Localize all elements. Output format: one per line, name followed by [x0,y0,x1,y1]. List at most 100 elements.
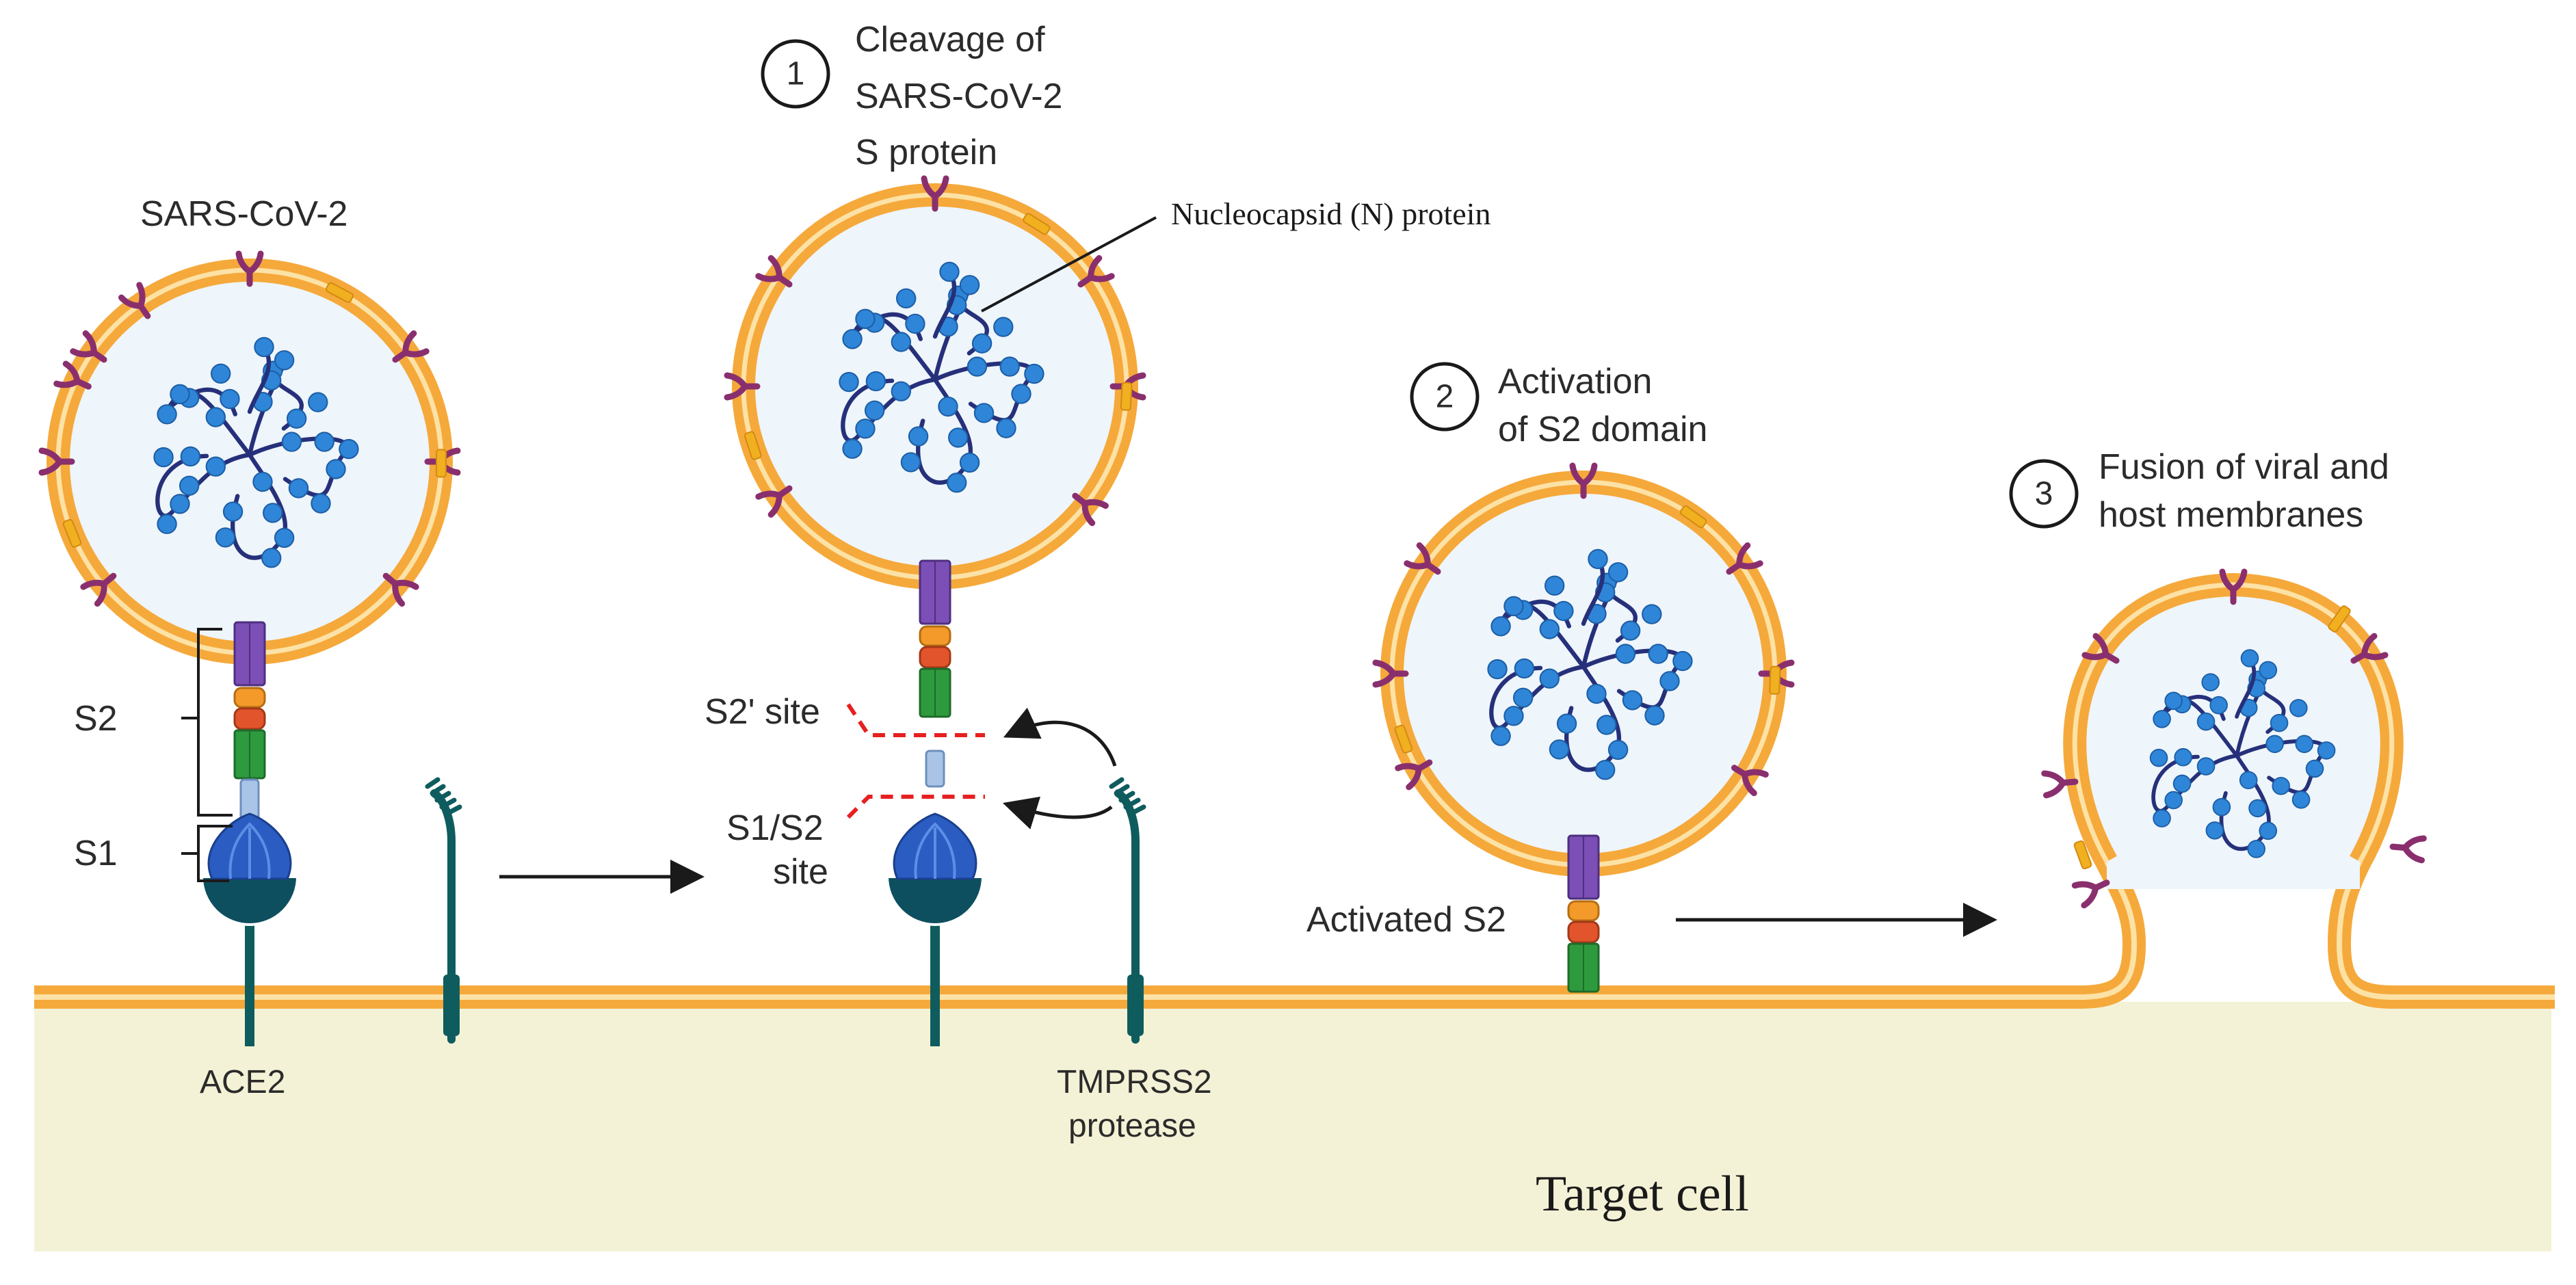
n-protein-bead [179,475,200,496]
s2-subunit [919,559,951,718]
n-protein-bead [157,514,177,534]
protease-arrow-lower [1002,796,1113,830]
n-protein-bead [1544,575,1565,596]
n-protein-bead [1642,604,1662,624]
n-protein-bead [2153,809,2171,827]
nucleocapsid-label: Nucleocapsid (N) protein [1171,196,1491,231]
n-protein-bead [153,447,174,468]
spike-protein [1569,462,1598,499]
spike-protein [1395,759,1433,791]
step-3-badge: 3 [2009,459,2079,529]
tmprss2-protease [425,777,462,1044]
nucleocapsid-rna [1487,548,1693,780]
n-protein-bead [1586,683,1607,704]
spike-protein [1372,659,1409,688]
spike-protein [1072,492,1109,527]
n-protein-bead [311,493,331,514]
ace2-receptor [200,875,300,1046]
n-protein-bead [2196,712,2216,731]
spike-protein [921,175,949,212]
n-protein-bead [288,478,309,499]
n-protein-bead [855,419,876,439]
spike-protein [2219,568,2248,605]
n-protein-bead [1607,739,1629,760]
spike-protein [2389,835,2427,864]
n-protein-bead [2174,747,2192,767]
n-protein-bead [842,329,863,349]
n-protein-bead [2239,771,2258,790]
n-protein-bead [938,396,958,417]
n-protein-bead [959,275,980,295]
spike-protein [755,255,793,288]
step-2-badge: 2 [1410,362,1480,432]
n-protein-bead [1490,616,1511,637]
tmprss2-protease [1109,777,1146,1044]
n-protein-bead [2247,840,2265,858]
n-protein-bead [1620,620,1641,641]
tmprss2-label-line-1: TMPRSS2 [1057,1064,1212,1100]
membrane-protein [1120,382,1133,411]
n-protein-bead [993,317,1014,337]
n-protein-bead [170,384,190,405]
n-protein-bead [1607,562,1629,583]
n-protein-bead [1622,690,1643,711]
n-protein-bead [1553,600,1574,622]
nucleocapsid-rna [839,261,1044,493]
step-1-line-2: SARS-CoV-2 [855,77,1062,116]
n-protein-bead [2164,691,2183,711]
spike-protein [118,282,151,319]
n-protein-bead [948,427,969,448]
n-protein-bead [1672,650,1693,672]
s1-label: S1 [74,834,118,873]
n-protein-bead [2201,673,2220,691]
spike-protein [38,447,75,476]
n-protein-bead [971,333,993,354]
n-protein-bead [2205,821,2224,840]
n-protein-bead [157,404,177,425]
target-cell-label: Target cell [1536,1166,1749,1222]
s2-prime-site-label: S2' site [705,692,820,732]
virus-cleavage-step [724,175,1146,589]
n-protein-bead [2153,710,2171,728]
n-protein-bead [999,356,1020,377]
step-2-line-2: of S2 domain [1498,410,1707,449]
n-protein-bead [1594,760,1616,780]
n-protein-bead [2149,748,2168,767]
step-1-line-3: S protein [855,133,997,172]
n-protein-bead [170,494,190,514]
n-protein-bead [2305,759,2324,778]
s2-bracket [197,628,233,817]
n-protein-bead [842,438,863,459]
n-protein-bead [1648,644,1668,664]
n-protein-bead [274,350,295,371]
n-protein-bead [1659,671,1680,691]
n-protein-bead [308,392,328,412]
n-protein-bead [252,471,273,492]
n-protein-bead [274,527,295,548]
n-protein-bead [1615,644,1636,664]
n-protein-bead [1514,658,1535,679]
spike-protein [1731,765,1769,797]
s1-subunit [207,812,292,880]
n-protein-bead [1549,739,1570,760]
step-2-line-1: Activation [1498,362,1652,401]
spike-protein [1404,542,1441,575]
n-protein-bead [855,308,876,330]
spike-protein [724,372,761,401]
activated-s2-label: Activated S2 [1306,900,1506,940]
nucleocapsid-rna [2149,649,2336,858]
n-protein-bead [263,503,283,523]
step-3-line-2: host membranes [2099,495,2363,535]
n-protein-bead [1556,713,1577,734]
n-protein-bead [2248,799,2267,818]
n-protein-bead [2272,776,2290,795]
virus-fusion-step [2041,568,2427,909]
ace2-receptor [885,875,985,1046]
step-3-line-1: Fusion of viral and [2099,447,2389,487]
n-protein-bead [222,501,244,522]
protease-arrow-upper [1003,707,1117,767]
n-protein-bead [900,452,921,473]
n-protein-bead [2164,791,2183,810]
